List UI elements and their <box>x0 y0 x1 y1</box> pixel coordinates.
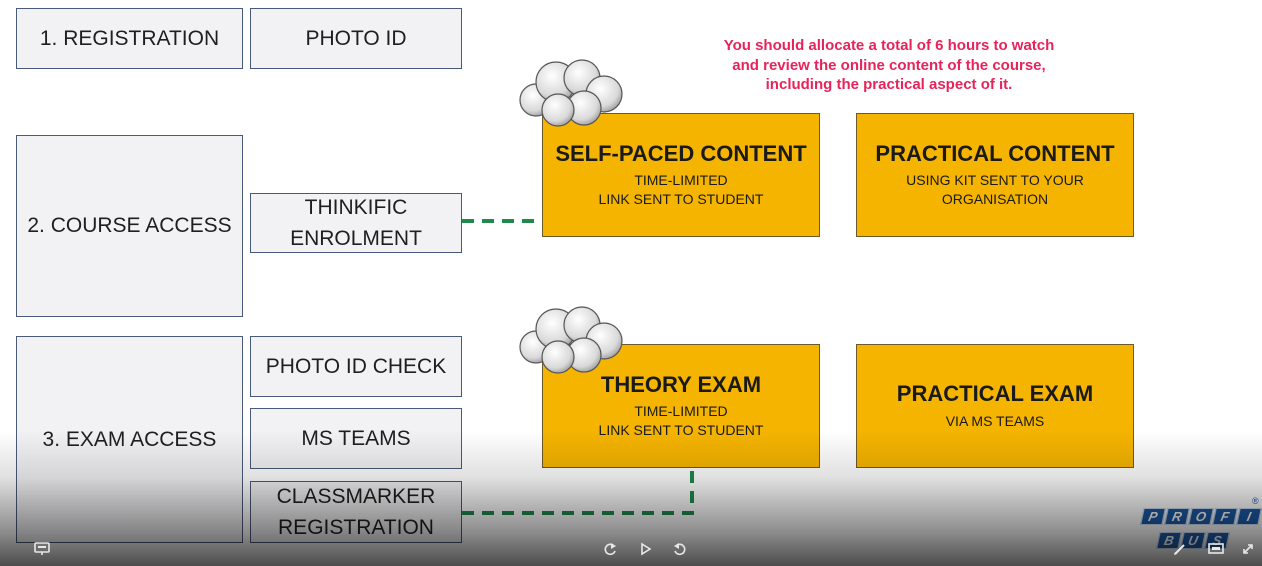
practical-exam-line1: VIA MS TEAMS <box>945 412 1045 429</box>
theory-exam-line1: TIME-LIMITED <box>634 403 728 420</box>
thinkific-enrolment-box: THINKIFIC ENROLMENT <box>250 193 462 253</box>
logo-letter: O <box>1188 508 1214 525</box>
course-access-label: 2. COURSE ACCESS <box>27 214 232 238</box>
exam-access-label: 3. EXAM ACCESS <box>42 427 217 451</box>
time-allocation-note: You should allocate a total of 6 hours t… <box>660 36 1118 95</box>
fullscreen-icon[interactable] <box>1238 540 1258 558</box>
practical-content-line1: USING KIT SENT TO YOUR <box>906 172 1084 189</box>
thinkific-label-line1: THINKIFIC <box>304 195 408 219</box>
cloud-icon <box>519 59 623 127</box>
practical-content-title: PRACTICAL CONTENT <box>875 140 1115 166</box>
screen-icon[interactable] <box>1206 540 1226 558</box>
logo-registered-mark: ® <box>1252 496 1259 506</box>
self-paced-content-title: SELF-PACED CONTENT <box>555 140 807 166</box>
play-icon[interactable] <box>636 540 656 558</box>
captions-icon[interactable] <box>32 540 52 558</box>
practical-exam-title: PRACTICAL EXAM <box>896 381 1094 407</box>
registration-label: 1. REGISTRATION <box>39 26 220 50</box>
practical-content-card: PRACTICAL CONTENT USING KIT SENT TO YOUR… <box>856 113 1134 237</box>
note-line-2: and review the online content of the cou… <box>732 56 1046 74</box>
self-paced-content-line2: LINK SENT TO STUDENT <box>598 191 764 208</box>
practical-content-line2: ORGANISATION <box>941 191 1049 208</box>
note-line-1: You should allocate a total of 6 hours t… <box>723 37 1055 54</box>
theory-exam-title: THEORY EXAM <box>600 371 762 397</box>
pen-icon[interactable] <box>1170 540 1190 558</box>
classmarker-registration-box: CLASSMARKER REGISTRATION <box>250 481 462 543</box>
logo-letter: F <box>1212 508 1238 525</box>
ms-teams-box: MS TEAMS <box>250 408 462 469</box>
photo-id-label: PHOTO ID <box>305 26 407 50</box>
registration-box: 1. REGISTRATION <box>16 8 243 69</box>
exam-access-box: 3. EXAM ACCESS <box>16 336 243 543</box>
practical-exam-card: PRACTICAL EXAM VIA MS TEAMS <box>856 344 1134 468</box>
photo-id-check-label: PHOTO ID CHECK <box>265 354 447 378</box>
rewind-icon[interactable] <box>600 540 620 558</box>
ms-teams-label: MS TEAMS <box>301 426 411 450</box>
logo-letter: P <box>1140 508 1166 525</box>
thinkific-label-line2: ENROLMENT <box>290 227 422 250</box>
classmarker-to-theory-connector <box>462 468 694 515</box>
self-paced-content-card: SELF-PACED CONTENT TIME-LIMITED LINK SEN… <box>542 113 820 237</box>
cloud-icon <box>519 306 623 374</box>
forward-icon[interactable] <box>670 540 690 558</box>
classmarker-label-line2: REGISTRATION <box>278 516 434 539</box>
theory-exam-line2: LINK SENT TO STUDENT <box>598 422 764 439</box>
logo-letter: R <box>1164 508 1190 525</box>
note-line-3: including the practical aspect of it. <box>765 76 1013 93</box>
classmarker-label-line1: CLASSMARKER <box>276 484 436 508</box>
logo-letter: I <box>1236 508 1262 525</box>
course-access-box: 2. COURSE ACCESS <box>16 135 243 317</box>
photo-id-check-box: PHOTO ID CHECK <box>250 336 462 397</box>
photo-id-box: PHOTO ID <box>250 8 462 69</box>
self-paced-content-line1: TIME-LIMITED <box>634 172 728 189</box>
